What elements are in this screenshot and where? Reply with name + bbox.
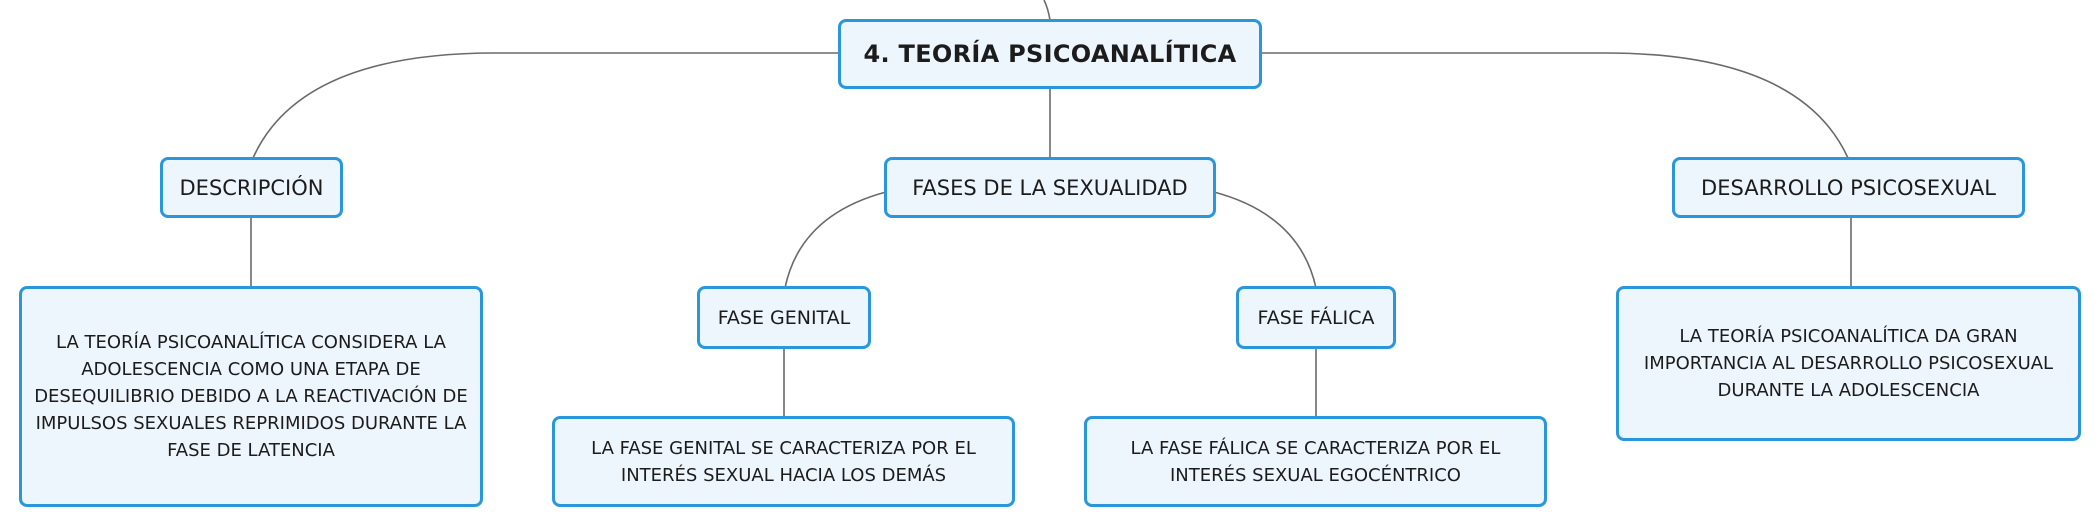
root-title: 4. TEORÍA PSICOANALÍTICA [863, 40, 1237, 68]
detail-desarrollo[interactable]: LA TEORÍA PSICOANALÍTICA DA GRAN IMPORTA… [1616, 286, 2081, 441]
connector-root-desarrollo [1262, 52, 1849, 159]
subtopic-genital-label: FASE GENITAL [717, 306, 851, 329]
detail-falica-text: LA FASE FÁLICA SE CARACTERIZA POR EL INT… [1130, 437, 1501, 486]
detail-desarrollo-text: LA TEORÍA PSICOANALÍTICA DA GRAN IMPORTA… [1643, 326, 2054, 401]
detail-genital-text: LA FASE GENITAL SE CARACTERIZA POR EL IN… [591, 437, 976, 486]
topic-fases-label: FASES DE LA SEXUALIDAD [912, 175, 1188, 200]
connector-fases-genital [784, 191, 887, 289]
detail-fase-falica[interactable]: LA FASE FÁLICA SE CARACTERIZA POR EL INT… [1084, 416, 1547, 507]
connector-root-parent [1043, 0, 1051, 21]
subtopic-falica-label: FASE FÁLICA [1257, 306, 1375, 329]
detail-descripcion[interactable]: LA TEORÍA PSICOANALÍTICA CONSIDERA LA AD… [19, 286, 483, 507]
detail-fase-genital[interactable]: LA FASE GENITAL SE CARACTERIZA POR EL IN… [552, 416, 1015, 507]
subtopic-fase-genital[interactable]: FASE GENITAL [697, 286, 871, 349]
topic-desarrollo-label: DESARROLLO PSICOSEXUAL [1701, 175, 1996, 200]
subtopic-fase-falica[interactable]: FASE FÁLICA [1236, 286, 1396, 349]
detail-descripcion-text: LA TEORÍA PSICOANALÍTICA CONSIDERA LA AD… [34, 332, 468, 461]
root-node[interactable]: 4. TEORÍA PSICOANALÍTICA [838, 19, 1262, 89]
connector-fases-falica [1213, 191, 1317, 289]
topic-desarrollo-psicosexual[interactable]: DESARROLLO PSICOSEXUAL [1672, 157, 2025, 218]
topic-descripcion[interactable]: DESCRIPCIÓN [160, 157, 343, 218]
connector-root-descripcion [252, 52, 842, 159]
topic-fases-sexualidad[interactable]: FASES DE LA SEXUALIDAD [884, 157, 1216, 218]
topic-descripcion-label: DESCRIPCIÓN [179, 175, 324, 200]
